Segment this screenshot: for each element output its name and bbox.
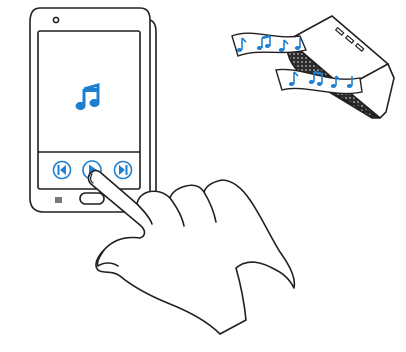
speaker [288,16,394,118]
pointing-hand-icon [88,171,294,335]
home-button[interactable] [80,193,104,204]
skip-next-icon[interactable] [115,162,132,179]
skip-previous-icon[interactable] [54,162,71,179]
